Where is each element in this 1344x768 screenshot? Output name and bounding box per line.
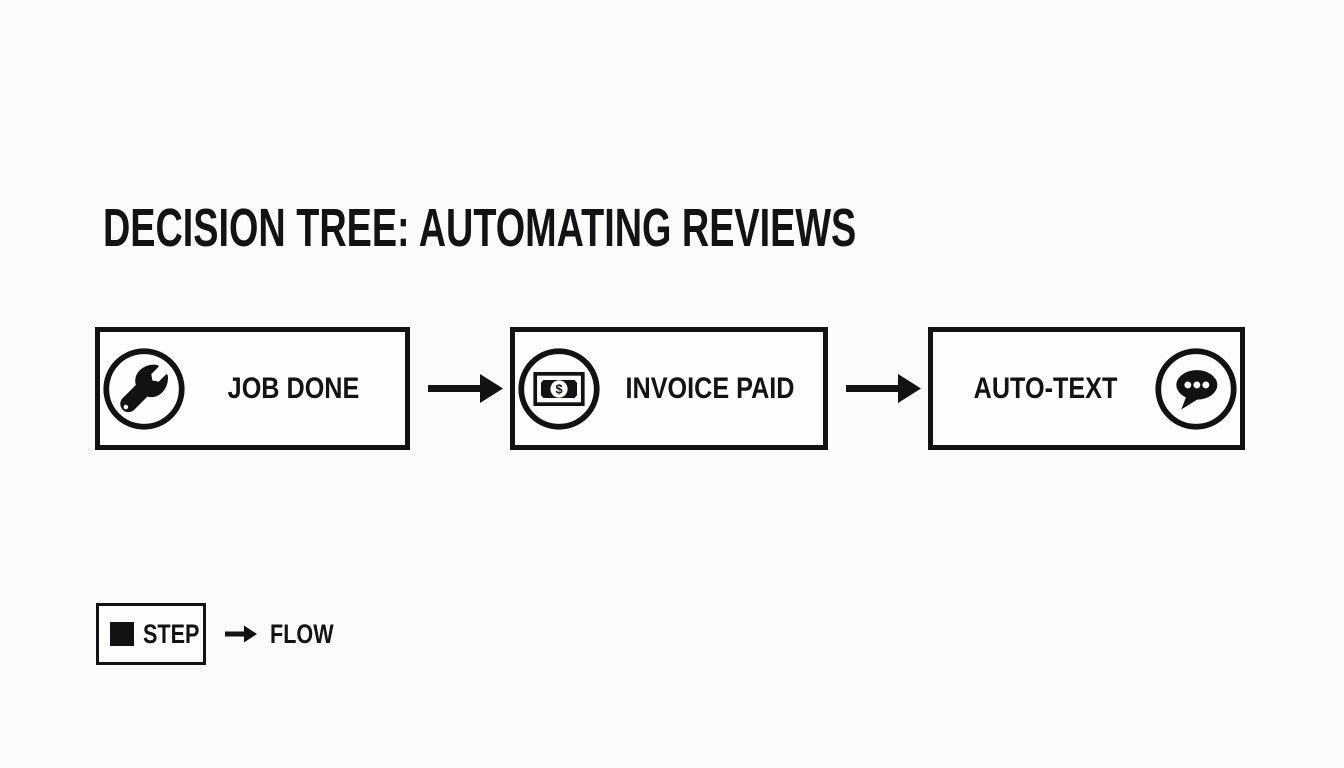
legend-step-item: STEP [96,603,206,665]
flow-row: JOB DONE $ INVOICE PAID AUTO-TEXT [95,327,1245,450]
legend-flow-label: FLOW [270,618,334,649]
arrow-right-icon [225,625,257,643]
speech-bubble-icon [1155,347,1237,430]
wrench-icon [103,347,185,430]
node-label: AUTO-TEXT [973,371,1118,405]
filled-square-icon [110,622,134,646]
legend-step-label: STEP [143,618,200,649]
arrow-right-icon [846,374,921,403]
legend: STEP FLOW [96,603,349,665]
node-label: INVOICE PAID [625,371,795,405]
arrow-right-icon [428,374,503,403]
node-invoice-paid: $ INVOICE PAID [510,327,828,450]
node-label: JOB DONE [227,371,360,405]
diagram-title: DECISION TREE: AUTOMATING REVIEWS [103,198,857,258]
banknote-icon: $ [518,347,600,430]
node-job-done: JOB DONE [95,327,410,450]
node-auto-text: AUTO-TEXT [928,327,1245,450]
dollar-sign: $ [555,381,562,396]
